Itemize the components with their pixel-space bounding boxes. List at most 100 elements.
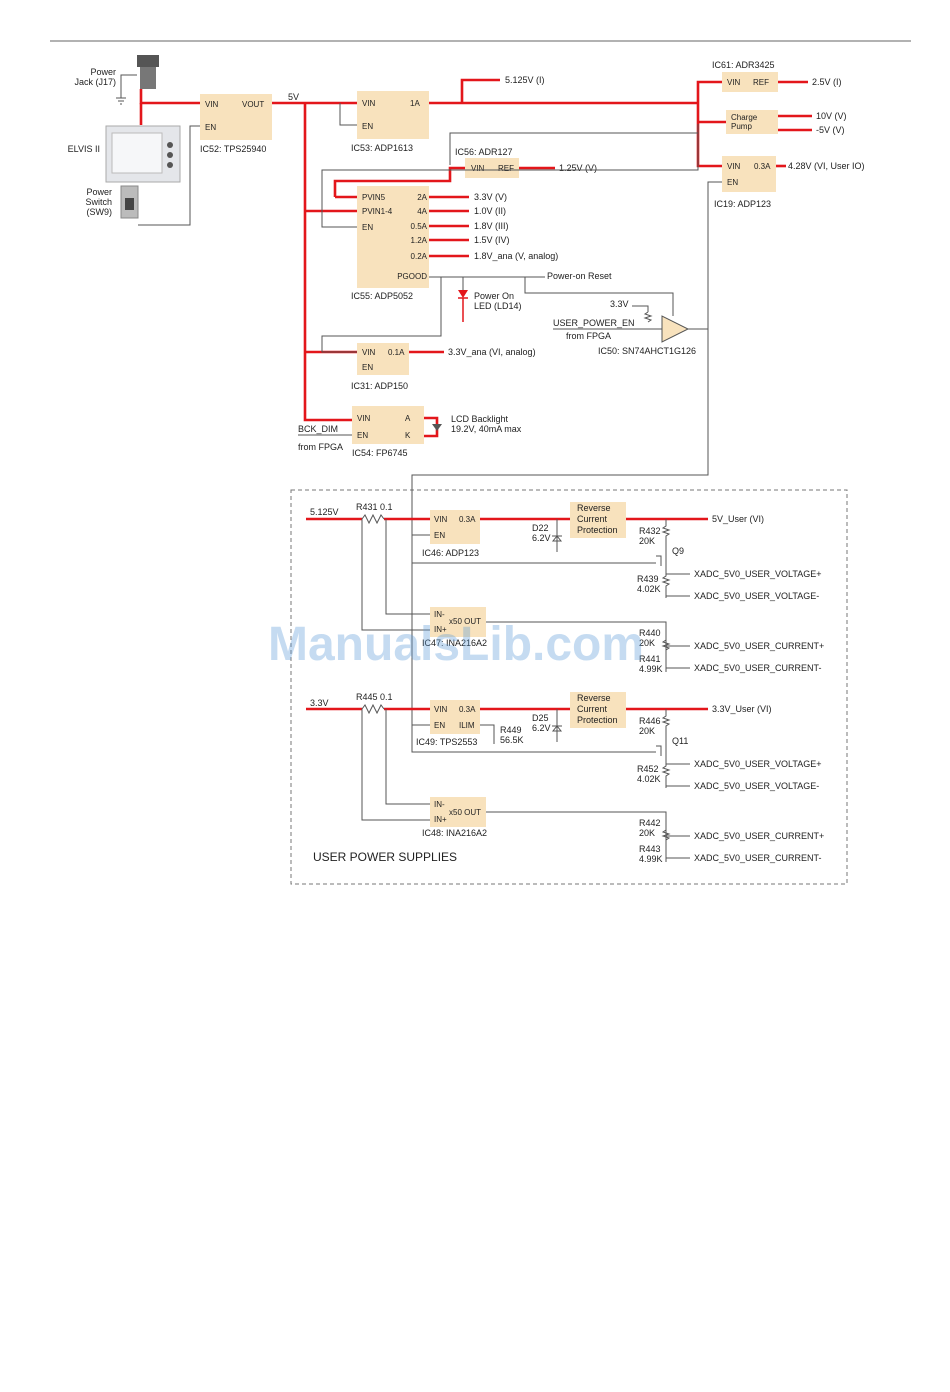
pullup-wire bbox=[632, 305, 649, 312]
r446-label: R446 bbox=[639, 716, 661, 726]
rcp1-line-1: Reverse bbox=[577, 503, 611, 513]
ic55-out-05a: 0.5A bbox=[411, 222, 428, 231]
net-10-label: 10V (V) bbox=[816, 111, 847, 121]
ic47-block bbox=[430, 607, 486, 637]
from-fpga-label: from FPGA bbox=[566, 331, 611, 341]
r442-value: 20K bbox=[639, 828, 655, 838]
r432-label: R432 bbox=[639, 526, 661, 536]
ic55-pin-pgood: PGOOD bbox=[397, 272, 427, 281]
rail-pvin5 bbox=[333, 166, 465, 199]
ic31-pin-vin: VIN bbox=[362, 348, 376, 357]
led-icon bbox=[458, 290, 468, 322]
in-33-label: 3.3V bbox=[310, 698, 329, 708]
ic46-pin-en: EN bbox=[434, 531, 445, 540]
power-led-label: Power On bbox=[474, 291, 514, 301]
rail-ic55-outputs bbox=[429, 195, 469, 258]
q11-mosfet-icon bbox=[656, 742, 667, 760]
reverse-protection-2-block bbox=[570, 692, 626, 728]
out-33-label: 3.3V_User (VI) bbox=[712, 704, 772, 714]
d22-label: D22 bbox=[532, 523, 549, 533]
ic54-pin-vin: VIN bbox=[357, 414, 371, 423]
r432-resistor bbox=[661, 519, 671, 552]
net-33v-label: 3.3V (V) bbox=[474, 192, 507, 202]
ic48-pin-inp: IN+ bbox=[434, 815, 447, 824]
ic61-name: IC61: ADR3425 bbox=[712, 60, 775, 70]
ic47-pin-inp: IN+ bbox=[434, 625, 447, 634]
xadc-c1-minus: XADC_5V0_USER_CURRENT- bbox=[694, 663, 822, 673]
v33-label: 3.3V bbox=[610, 299, 629, 309]
ic53-en-wire bbox=[339, 103, 357, 126]
ic56-pin-ref: REF bbox=[498, 164, 514, 173]
r440-label: R440 bbox=[639, 628, 661, 638]
rcp2-line-2: Current bbox=[577, 704, 608, 714]
r431-resistor bbox=[361, 513, 385, 525]
rail-5125-branch bbox=[460, 78, 500, 103]
rail-charge-pump bbox=[778, 114, 812, 132]
ic53-pin-vin: VIN bbox=[362, 99, 376, 108]
power-switch-label-3: (SW9) bbox=[87, 207, 113, 217]
xadc-c2-minus: XADC_5V0_USER_CURRENT- bbox=[694, 853, 822, 863]
r439-label: R439 bbox=[637, 574, 659, 584]
r431-label: R431 0.1 bbox=[356, 502, 393, 512]
ic52-pin-en: EN bbox=[205, 123, 216, 132]
power-switch-label-2: Switch bbox=[85, 197, 112, 207]
r452-resistor bbox=[661, 760, 690, 788]
d25-value: 6.2V bbox=[532, 723, 551, 733]
ic19-pin-vin: VIN bbox=[727, 162, 741, 171]
xadc-v1-plus: XADC_5V0_USER_VOLTAGE+ bbox=[694, 569, 821, 579]
ic31-block bbox=[357, 343, 409, 375]
jack-ground-wire bbox=[120, 74, 137, 98]
ic46-block bbox=[430, 510, 480, 544]
power-jack-icon bbox=[137, 55, 159, 89]
xadc-c1-plus: XADC_5V0_USER_CURRENT+ bbox=[694, 641, 824, 651]
ic31-name: IC31: ADP150 bbox=[351, 381, 408, 391]
r446-value: 20K bbox=[639, 726, 655, 736]
ic56-name: IC56: ADR127 bbox=[455, 147, 513, 157]
ic48-block bbox=[430, 797, 486, 827]
jack-to-ic52-rail bbox=[139, 89, 200, 105]
r432-value: 20K bbox=[639, 536, 655, 546]
rail-5v-vertical bbox=[303, 103, 352, 422]
ic49-pin-vin: VIN bbox=[434, 705, 448, 714]
pgood-ic31-wire bbox=[321, 277, 442, 353]
net-428-label: 4.28V (VI, User IO) bbox=[788, 161, 865, 171]
power-switch-label: Power bbox=[86, 187, 112, 197]
ic56-block bbox=[465, 158, 519, 178]
reverse-protection-1-block bbox=[570, 502, 626, 538]
ic49-pin-en: EN bbox=[434, 721, 445, 730]
out-5v-label: 5V_User (VI) bbox=[712, 514, 764, 524]
lcd-label-2: 19.2V, 40mA max bbox=[451, 424, 522, 434]
ic55-name: IC55: ADP5052 bbox=[351, 291, 413, 301]
xadc-v1-minus: XADC_5V0_USER_VOLTAGE- bbox=[694, 591, 819, 601]
ic52-pin-vout: VOUT bbox=[242, 100, 264, 109]
in-5125-label: 5.125V bbox=[310, 507, 339, 517]
power-on-reset-label: Power-on Reset bbox=[547, 271, 612, 281]
r442-resistor bbox=[661, 829, 690, 859]
ic52-name: IC52: TPS25940 bbox=[200, 144, 266, 154]
r452-value: 4.02K bbox=[637, 774, 661, 784]
from-fpga-label-2: from FPGA bbox=[298, 442, 343, 452]
net-18ana-label: 1.8V_ana (V, analog) bbox=[474, 251, 558, 261]
ilim-wire bbox=[480, 724, 495, 744]
ic61-pin-ref: REF bbox=[753, 78, 769, 87]
ic47-name: IC47: INA216A2 bbox=[422, 638, 487, 648]
ic54-pin-a: A bbox=[405, 414, 411, 423]
ic54-pin-k: K bbox=[405, 431, 411, 440]
ic54-pin-en: EN bbox=[357, 431, 368, 440]
net-25-label: 2.5V (I) bbox=[812, 77, 842, 87]
ic55-out-4a: 4A bbox=[417, 207, 427, 216]
ic47-pin-out: x50 OUT bbox=[449, 617, 481, 626]
ic52-block bbox=[200, 94, 272, 140]
user-power-enable-wire bbox=[411, 181, 722, 488]
ic61-pin-vin: VIN bbox=[727, 78, 741, 87]
rcp2-line-1: Reverse bbox=[577, 693, 611, 703]
q9-mosfet-icon bbox=[656, 552, 667, 570]
user-power-en-label: USER_POWER_EN bbox=[553, 318, 635, 328]
ic53-pin-1a: 1A bbox=[410, 99, 420, 108]
ic48-name: IC48: INA216A2 bbox=[422, 828, 487, 838]
r440-resistor bbox=[661, 639, 690, 669]
rcp2-line-3: Protection bbox=[577, 715, 618, 725]
ic54-name: IC54: FP6745 bbox=[352, 448, 408, 458]
r445-label: R445 0.1 bbox=[356, 692, 393, 702]
